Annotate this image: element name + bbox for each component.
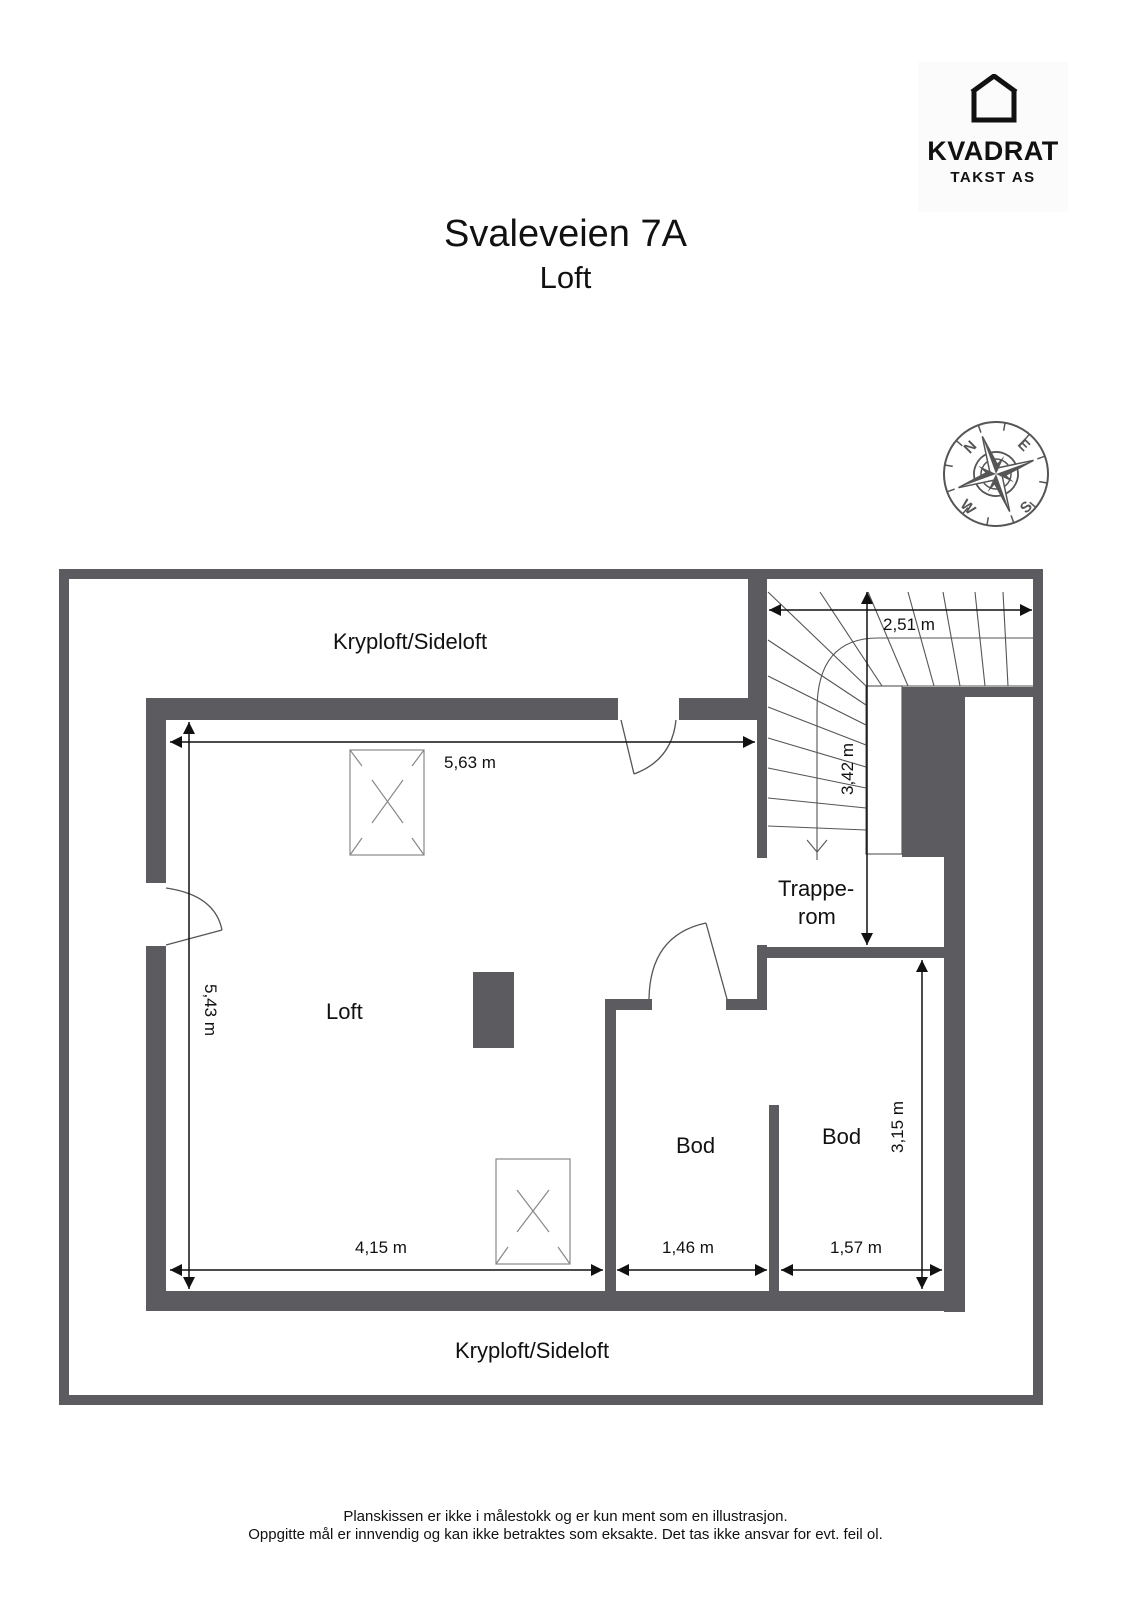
door-bod	[648, 922, 728, 1000]
disclaimer-line-2: Oppgitte mål er innvendig og kan ikke be…	[248, 1526, 883, 1543]
room-label-bod-left: Bod	[676, 1133, 716, 1158]
dimension-lines	[170, 592, 1032, 1289]
dim-loft-width-top: 5,63 m	[444, 753, 496, 772]
dim-stair-length: 3,42 m	[837, 743, 857, 795]
room-label-kryploft-bottom: Kryploft/Sideloft	[455, 1338, 610, 1363]
logo-name: KVADRAT	[927, 136, 1059, 166]
dim-bod-right-width: 1,57 m	[830, 1238, 882, 1257]
room-label-trapperom-2: rom	[798, 904, 836, 929]
compass-rose-icon: N E S W	[943, 421, 1049, 527]
room-label-trapperom-1: Trappe-	[778, 876, 855, 901]
company-logo: KVADRAT TAKST AS	[918, 62, 1068, 212]
door-left	[165, 887, 223, 946]
disclaimer: Planskissen er ikke i målestokk og er ku…	[0, 1508, 1131, 1544]
room-label-loft: Loft	[326, 999, 363, 1024]
logo-subtitle: TAKST AS	[950, 169, 1036, 186]
disclaimer-line-1: Planskissen er ikke i målestokk og er ku…	[343, 1508, 788, 1525]
dim-loft-width-bottom: 4,15 m	[355, 1238, 407, 1257]
dim-bod-right-depth: 3,15 m	[887, 1101, 907, 1153]
skylights	[349, 749, 571, 1265]
walls	[59, 569, 1043, 1405]
floor-name: Loft	[539, 260, 592, 295]
dim-loft-height: 5,43 m	[200, 984, 220, 1036]
page-title: Svaleveien 7A	[444, 213, 687, 255]
room-label-kryploft-top: Kryploft/Sideloft	[333, 629, 488, 654]
door-top	[620, 719, 677, 775]
room-label-bod-right: Bod	[822, 1124, 862, 1149]
dim-bod-left-width: 1,46 m	[662, 1238, 714, 1257]
dim-stair-width: 2,51 m	[883, 615, 935, 634]
house-outline-icon	[970, 74, 1018, 123]
